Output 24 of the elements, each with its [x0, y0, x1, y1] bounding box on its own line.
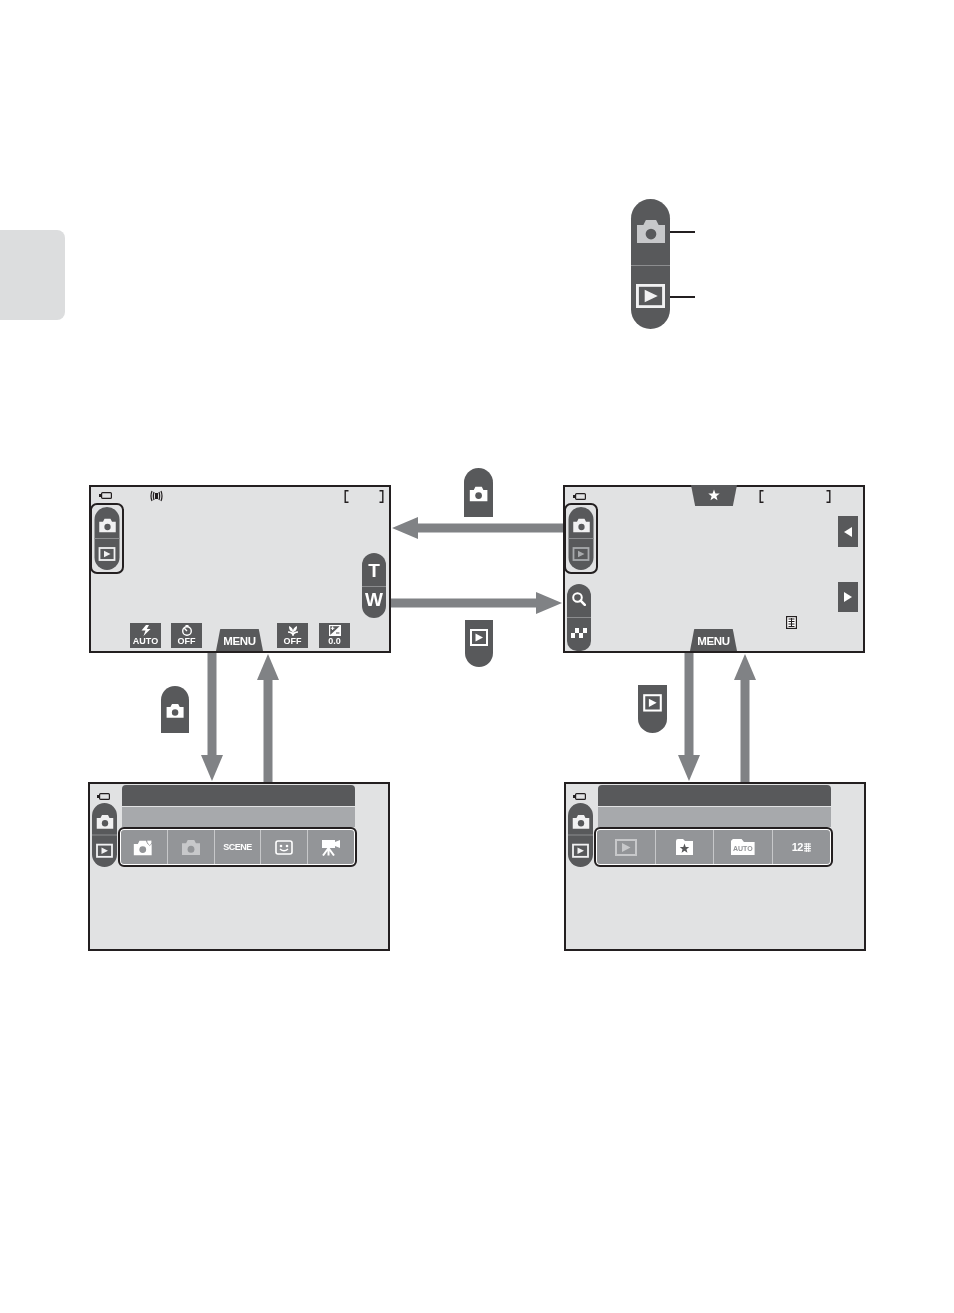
shooting-menu-screen: [88, 782, 390, 951]
macro-button: OFF: [277, 623, 308, 648]
arrow: [677, 653, 700, 782]
shooting-screen: [89, 485, 391, 653]
playback-menu-screen: [564, 782, 866, 951]
option-button: 12: [771, 830, 830, 864]
arrow: [257, 653, 280, 782]
flash-button: AUTO: [130, 623, 161, 648]
mode-switch: [631, 199, 670, 329]
playback-screen: [563, 485, 865, 653]
tele-button: T: [362, 553, 386, 586]
arrow: [734, 653, 757, 782]
option-button: SCENE: [213, 830, 261, 864]
menu-tab: MENU: [216, 629, 263, 651]
play-icon: [636, 284, 665, 308]
camera-icon: [637, 220, 665, 243]
self-timer-button: OFF: [171, 623, 202, 648]
arrow: [391, 592, 563, 615]
exposure-button: 0.0: [319, 623, 350, 648]
arrow: [200, 653, 223, 782]
wide-button: W: [362, 586, 386, 618]
menu-tab: MENU: [690, 629, 737, 651]
arrow: [392, 516, 563, 539]
side-tab: [0, 230, 65, 320]
